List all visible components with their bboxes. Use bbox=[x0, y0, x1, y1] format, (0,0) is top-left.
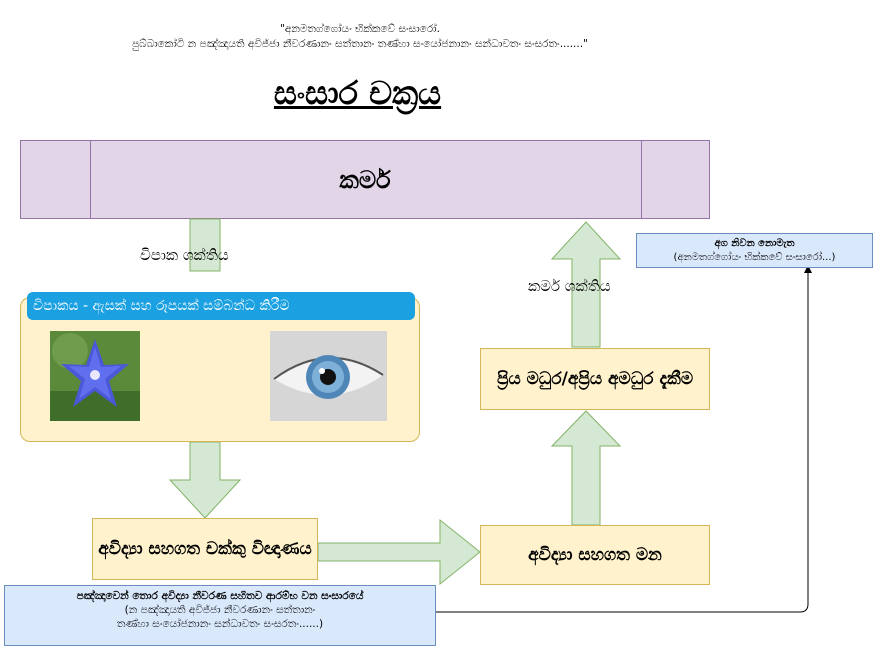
diagram-title: සංසාර චක්‍රය bbox=[273, 74, 442, 112]
feeling-box: ප්‍රිය මධුර/අප්‍රිය අමධුර දැකීම bbox=[480, 348, 710, 410]
vipaka-force-label: විපාක ශක්තිය bbox=[140, 246, 229, 264]
eye-consciousness-label: අවිද්‍යා සහගත චක්කු විඥාණය bbox=[98, 539, 312, 559]
note-no-end-line-2: (අනමතග්ගෝයං භික්කවේ සංසාරෝ...) bbox=[673, 252, 836, 263]
note-origin-line-3: තණ්හා සංයෝජනානං සන්ධාවතං සංසරතං......) bbox=[116, 618, 324, 630]
karma-divider-right bbox=[641, 141, 642, 218]
note-origin-line-1: පඤ්ඤාවෙන් තොර අවිද්‍යා නීවරණ සහිතව ආරම්භ… bbox=[76, 590, 364, 602]
note-origin-line-2: (න පඤ්ඤායති අවිජ්ජා නීවරණානං සත්තානං bbox=[124, 604, 316, 616]
connector-line bbox=[436, 272, 809, 613]
eye-consciousness-box: අවිද්‍යා සහගත චක්කු විඥාණය bbox=[92, 518, 318, 580]
mind-box: අවිද්‍යා සහගත මන bbox=[480, 525, 710, 585]
arrow-mind-to-feeling bbox=[550, 410, 622, 526]
karma-label: කර්ම bbox=[339, 165, 391, 194]
arrow-eye-to-mind bbox=[317, 518, 481, 586]
arrow-karma-to-vipaka-shape bbox=[189, 218, 221, 272]
arrow-vipaka-to-eye bbox=[168, 441, 242, 519]
karma-force-label: කර්ම ශක්තිය bbox=[528, 277, 611, 295]
blue-flower-photo bbox=[50, 331, 140, 421]
feeling-label: ප්‍රිය මධුර/අප්‍රිය අමධුර දැකීම bbox=[496, 369, 694, 389]
eye-photo bbox=[270, 331, 387, 421]
note-no-end: අග නිවන නොමැත (අනමතග්ගෝයං භික්කවේ සංසාරෝ… bbox=[636, 233, 873, 268]
karma-box bbox=[20, 140, 710, 219]
note-origin: පඤ්ඤාවෙන් තොර අවිද්‍යා නීවරණ සහිතව ආරම්භ… bbox=[4, 585, 436, 646]
mind-label: අවිද්‍යා සහගත මන bbox=[528, 545, 662, 565]
arrow-feeling-to-karma bbox=[550, 221, 622, 348]
quote-text: "අනමතග්ගෝයං භික්කවේ සංසාරෝ. පුබ්බාකෝටි න… bbox=[0, 22, 720, 52]
karma-divider-left bbox=[90, 141, 91, 218]
quote-line-2: පුබ්බාකෝටි න පඤ්ඤායති අවිජ්ජා නීවරණානං ස… bbox=[132, 38, 588, 50]
vipaka-header: විපාකය - ඇසක් සහ රූපයක් සම්බන්ධ කිරීම bbox=[27, 292, 415, 320]
note-no-end-line-1: අග නිවන නොමැත bbox=[714, 238, 795, 249]
connector-arrowhead bbox=[804, 265, 812, 273]
quote-line-1: "අනමතග්ගෝයං භික්කවේ සංසාරෝ. bbox=[280, 23, 440, 35]
